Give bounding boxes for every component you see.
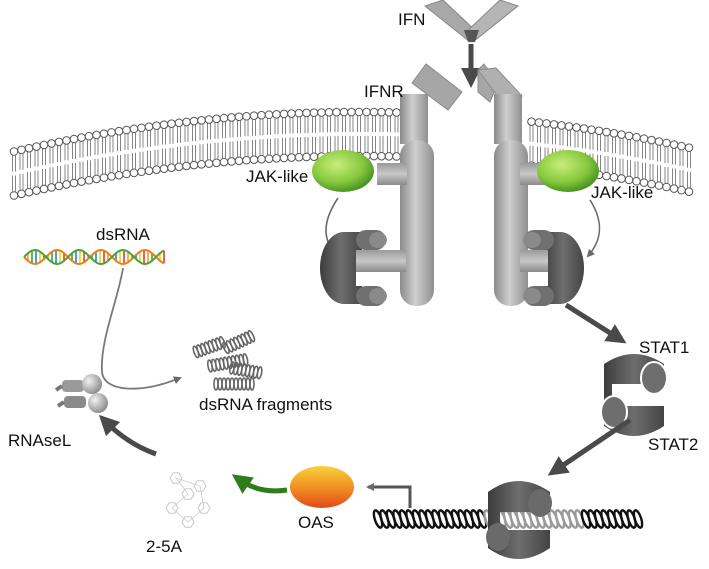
dsrna-to-rnasel-line: [101, 267, 182, 390]
2-5a-label: 2-5A: [146, 537, 183, 556]
oas-to-25a-arrow: [231, 474, 288, 494]
dsrna-label: dsRNA: [96, 225, 151, 244]
jak-like-left: [312, 150, 374, 192]
ifnr-label: IFNR: [364, 82, 404, 101]
rnasel-label: RNAseL: [8, 431, 71, 450]
ifnr-receptor-left: [346, 63, 463, 306]
2-5a-molecule: [165, 472, 211, 528]
dna-to-oas-arrow: [366, 483, 412, 508]
dsrna-fragments-label: dsRNA fragments: [199, 395, 332, 414]
stat-to-dna-arrow: [547, 417, 632, 476]
jak-like-right: [537, 150, 599, 192]
dsrna-helix: [23, 248, 165, 266]
lipid-bilayer-membrane: [9, 107, 694, 200]
stat-docked-left: [320, 230, 387, 306]
stat1-stat2-dimer: [600, 354, 668, 436]
stat2-label: STAT2: [648, 435, 698, 454]
ifnr-receptor-right: [477, 63, 580, 306]
oas-label: OAS: [298, 513, 334, 532]
rnasel-enzyme: [54, 374, 108, 413]
receptor-to-stat-arrow: [564, 302, 627, 344]
jak-like-left-label: JAK-like: [246, 167, 308, 186]
dna-helix: [372, 509, 644, 529]
stat-docked-right: [523, 230, 584, 306]
stat1-label: STAT1: [639, 338, 689, 357]
ifn-ligand: [423, 0, 520, 43]
25a-to-rnasel-arrow: [98, 414, 157, 457]
jak-stat-arrow-right: [586, 199, 601, 258]
stat-dna-complex: [486, 481, 552, 559]
dsrna-fragments: [192, 329, 263, 391]
oas-enzyme: [290, 466, 354, 508]
jak-like-right-label: JAK-like: [591, 183, 653, 202]
ifn-label: IFN: [398, 10, 425, 29]
